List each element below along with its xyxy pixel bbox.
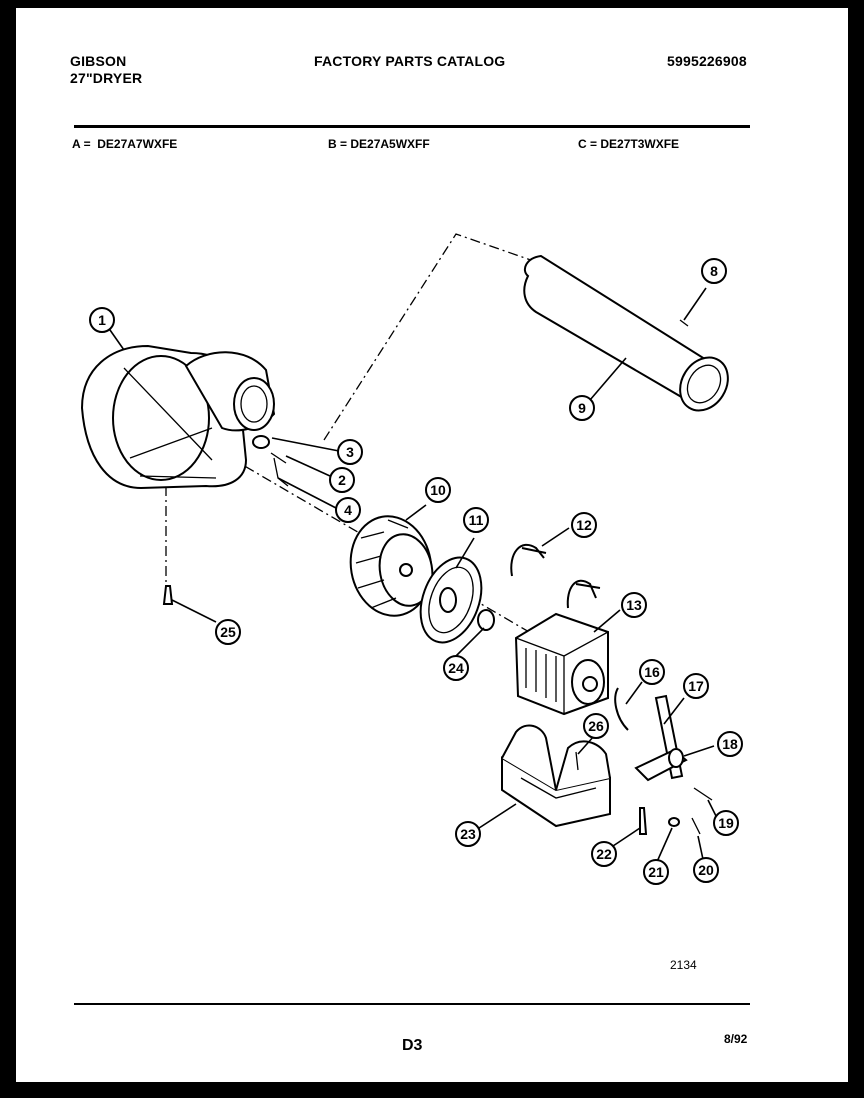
model-a-code: A xyxy=(72,137,81,151)
spring-22-part xyxy=(639,807,648,835)
page-code: D3 xyxy=(402,1037,423,1054)
footer-rule xyxy=(74,1003,750,1005)
seal-ring-part xyxy=(477,609,495,631)
catalog-number: 5995226908 xyxy=(667,53,747,69)
callout-3-label: 3 xyxy=(346,444,354,460)
blower-wheel-part xyxy=(349,515,434,617)
idler-spring-part xyxy=(614,687,629,731)
product-name: 27"DRYER xyxy=(70,70,143,86)
clamp-upper-part xyxy=(510,543,547,577)
callout-21: 21 xyxy=(643,859,669,885)
header-rule xyxy=(74,125,750,128)
callout-9: 9 xyxy=(569,395,595,421)
callout-26-label: 26 xyxy=(588,718,604,734)
callout-2-label: 2 xyxy=(338,472,346,488)
callout-1-label: 1 xyxy=(98,312,106,328)
callout-10: 10 xyxy=(425,477,451,503)
model-b-code: B xyxy=(328,137,337,151)
model-c-code: C xyxy=(578,137,587,151)
callout-17-label: 17 xyxy=(688,678,704,694)
blower-housing-part xyxy=(80,344,276,490)
callout-22-label: 22 xyxy=(596,846,612,862)
model-b: B = DE27A5WXFF xyxy=(328,137,430,151)
clip-assembly-part xyxy=(252,435,289,487)
callout-8: 8 xyxy=(701,258,727,284)
callout-11-label: 11 xyxy=(469,512,484,528)
callout-2: 2 xyxy=(329,467,355,493)
callout-18: 18 xyxy=(717,731,743,757)
callout-24-label: 24 xyxy=(448,660,464,676)
motor-mount-part xyxy=(501,724,611,828)
callout-19: 19 xyxy=(713,810,739,836)
revision-date: 8/92 xyxy=(724,1032,748,1046)
callout-19-label: 19 xyxy=(718,815,734,831)
drive-motor-part xyxy=(514,612,609,716)
callout-1: 1 xyxy=(89,307,115,333)
callout-20: 20 xyxy=(693,857,719,883)
idler-pulley-part xyxy=(668,748,684,768)
callout-22: 22 xyxy=(591,841,617,867)
bolt-19-part xyxy=(693,787,713,801)
exhaust-duct-part xyxy=(523,254,729,412)
callout-13: 13 xyxy=(621,592,647,618)
callout-16: 16 xyxy=(639,659,665,685)
assembly-line-duct xyxy=(323,233,549,441)
callout-24: 24 xyxy=(443,655,469,681)
screw-20-part xyxy=(691,817,701,835)
model-a-number: DE27A7WXFE xyxy=(97,137,178,151)
callout-13-label: 13 xyxy=(626,597,642,613)
callout-9-label: 9 xyxy=(578,400,586,416)
model-c: C = DE27T3WXFE xyxy=(578,137,680,151)
callout-18-label: 18 xyxy=(722,736,738,752)
callout-3: 3 xyxy=(337,439,363,465)
callout-4: 4 xyxy=(335,497,361,523)
drawing-number: 2134 xyxy=(670,958,697,972)
catalog-title: FACTORY PARTS CATALOG xyxy=(314,53,506,69)
callout-16-label: 16 xyxy=(644,664,660,680)
callout-17: 17 xyxy=(683,673,709,699)
nut-21-part xyxy=(668,817,680,827)
model-a: A = DE27A7WXFE xyxy=(72,137,178,151)
model-c-number: DE27T3WXFE xyxy=(600,137,680,151)
screw-25-part xyxy=(162,585,174,605)
callout-12: 12 xyxy=(571,512,597,538)
callout-26: 26 xyxy=(583,713,609,739)
screw-26-part xyxy=(575,751,579,771)
callout-21-label: 21 xyxy=(648,864,664,880)
callout-23-label: 23 xyxy=(460,826,476,842)
callout-8-label: 8 xyxy=(710,263,718,279)
callout-11: 11 xyxy=(463,507,489,533)
model-b-number: DE27A5WXFF xyxy=(350,137,430,151)
callout-12-label: 12 xyxy=(576,517,592,533)
leader-lines xyxy=(109,287,717,865)
callout-20-label: 20 xyxy=(698,862,714,878)
clamp-lower-part xyxy=(566,579,601,609)
blower-plate-part xyxy=(419,556,483,644)
callout-10-label: 10 xyxy=(430,482,446,498)
exploded-parts-diagram: 1 2 3 4 8 9 10 11 12 13 16 17 18 19 20 2… xyxy=(80,233,743,885)
parts-sheet: GIBSON 27"DRYER FACTORY PARTS CATALOG 59… xyxy=(16,8,848,1082)
callout-25: 25 xyxy=(215,619,241,645)
callout-4-label: 4 xyxy=(344,502,352,518)
callout-25-label: 25 xyxy=(220,624,236,640)
brand-name: GIBSON xyxy=(70,53,127,69)
callout-23: 23 xyxy=(455,821,481,847)
